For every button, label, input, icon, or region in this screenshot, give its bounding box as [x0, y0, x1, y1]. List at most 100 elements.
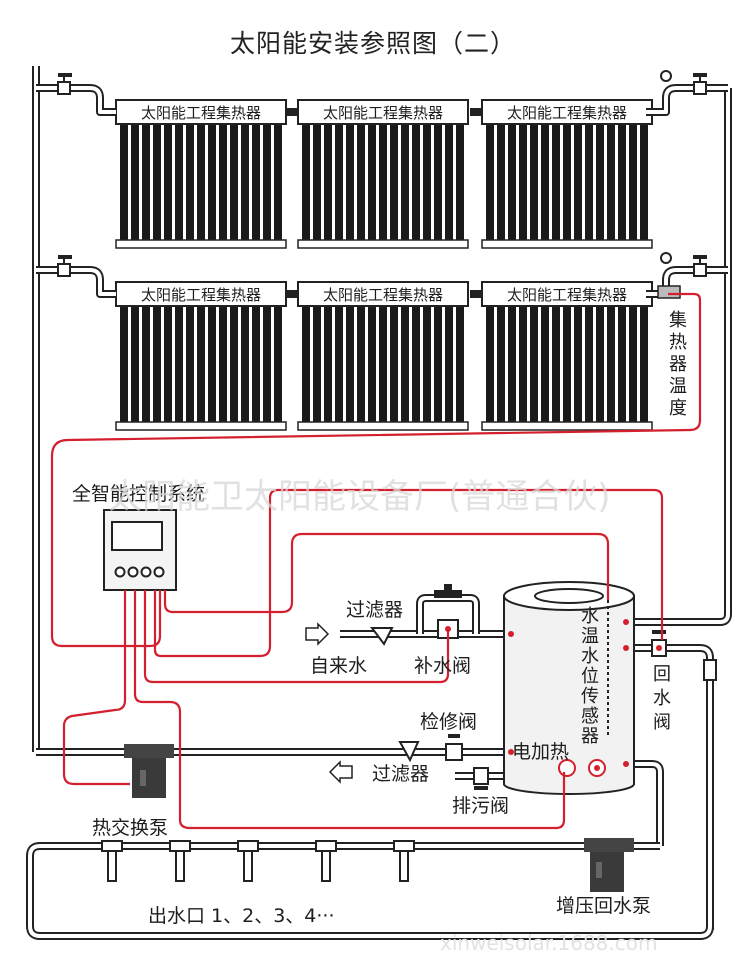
level-sensor-label: 水温水位传感器: [581, 606, 599, 747]
vacuum-tube: [131, 306, 139, 426]
outlet-tap-icon: [169, 840, 191, 882]
vacuum-tube: [401, 124, 409, 244]
vacuum-tube: [640, 124, 648, 244]
vacuum-tube: [434, 124, 442, 244]
vacuum-tube: [252, 124, 260, 244]
control-button-icon: [153, 566, 165, 578]
vacuum-tube: [508, 306, 516, 426]
vacuum-tube: [541, 124, 549, 244]
vacuum-tube: [574, 124, 582, 244]
vacuum-tube: [164, 306, 172, 426]
inflow-arrow-icon: [305, 622, 330, 646]
valve-icon: [693, 255, 707, 277]
vacuum-tube: [241, 124, 249, 244]
vacuum-tube: [346, 124, 354, 244]
vacuum-tube: [519, 124, 527, 244]
vacuum-tube: [607, 306, 615, 426]
air-vent-icon: [660, 252, 672, 264]
vacuum-tube: [412, 306, 420, 426]
watermark-corner: xinweisolar.1688.com: [440, 931, 657, 955]
temperature-sensor-icon: [657, 285, 681, 299]
vacuum-tube: [390, 306, 398, 426]
control-wiring: [50, 292, 702, 830]
collector-label: 太阳能工程集热器: [323, 286, 443, 304]
control-system-label: 全智能控制系统: [72, 483, 205, 505]
vacuum-tube: [618, 306, 626, 426]
outlet-tap-icon: [393, 840, 415, 882]
control-button-icon: [114, 566, 126, 578]
electric-heater-label: 电加热: [512, 741, 569, 763]
service-valve-icon: [398, 734, 463, 763]
vacuum-tube: [164, 124, 172, 244]
vacuum-tube: [607, 124, 615, 244]
vacuum-tube: [142, 124, 150, 244]
vacuum-tube: [252, 306, 260, 426]
vacuum-tube: [390, 124, 398, 244]
vacuum-tube: [401, 306, 409, 426]
watermark-overlay: 太阳能卫太阳能设备厂(普通合伙): [108, 477, 611, 517]
vacuum-tube: [508, 124, 516, 244]
drain-valve-label: 排污阀: [452, 795, 509, 817]
vacuum-tube: [629, 306, 637, 426]
vacuum-tube: [120, 306, 128, 426]
vacuum-tube: [208, 306, 216, 426]
collector-label: 太阳能工程集热器: [507, 286, 627, 304]
vacuum-tube: [219, 124, 227, 244]
check-valve-icon: [703, 659, 717, 681]
vacuum-tube: [186, 124, 194, 244]
heat-exchange-pump-label: 热交换泵: [92, 817, 168, 839]
outlet-tap-icon: [101, 840, 123, 882]
vacuum-tube: [423, 306, 431, 426]
vacuum-tube: [445, 306, 453, 426]
vacuum-tube: [456, 124, 464, 244]
vacuum-tube: [230, 306, 238, 426]
vacuum-tube: [302, 306, 310, 426]
collector-temp-label: 集热器温度: [669, 310, 687, 419]
valve-icon: [57, 73, 72, 95]
vacuum-tube: [313, 306, 321, 426]
vacuum-tube: [530, 306, 538, 426]
return-valve-label: 回水阀: [653, 664, 671, 733]
vacuum-tube: [379, 124, 387, 244]
vacuum-tube: [241, 306, 249, 426]
vacuum-tube: [324, 124, 332, 244]
collector-label: 太阳能工程集热器: [507, 104, 627, 122]
collector-label: 太阳能工程集热器: [323, 104, 443, 122]
filter-icon: [370, 627, 394, 646]
booster-pump-label: 增压回水泵: [556, 895, 651, 917]
vacuum-tube: [585, 124, 593, 244]
vacuum-tube: [120, 124, 128, 244]
vacuum-tube: [368, 306, 376, 426]
vacuum-tube: [175, 124, 183, 244]
air-vent-icon: [660, 70, 672, 82]
tap-water-label: 自来水: [310, 655, 367, 677]
collector-label: 太阳能工程集热器: [141, 104, 261, 122]
vacuum-tube: [552, 306, 560, 426]
vacuum-tube: [186, 306, 194, 426]
water-tank: [503, 581, 635, 795]
vacuum-tube: [357, 124, 365, 244]
collector-header: [297, 99, 469, 125]
vacuum-tube: [197, 124, 205, 244]
vacuum-tube: [486, 306, 494, 426]
solar-collector: 太阳能工程集热器: [481, 281, 653, 431]
vacuum-tube: [434, 306, 442, 426]
diagram-title: 太阳能安装参照图（二）: [230, 29, 516, 58]
vacuum-tube: [131, 124, 139, 244]
solar-collector: 太阳能工程集热器: [115, 281, 287, 431]
vacuum-tube: [552, 124, 560, 244]
collector-label: 太阳能工程集热器: [141, 286, 261, 304]
vacuum-tube: [274, 306, 282, 426]
outlets-label: 出水口 1、2、3、4···: [148, 905, 335, 927]
solar-collector: 太阳能工程集热器: [481, 99, 653, 249]
makeup-valve-label: 补水阀: [414, 655, 471, 677]
drain-valve-icon: [473, 767, 489, 790]
outlet-tap-icon: [237, 840, 259, 882]
vacuum-tube: [175, 306, 183, 426]
vacuum-tube: [574, 306, 582, 426]
vacuum-tube: [142, 306, 150, 426]
vacuum-tube: [629, 124, 637, 244]
vacuum-tube: [379, 306, 387, 426]
vacuum-tube: [497, 306, 505, 426]
